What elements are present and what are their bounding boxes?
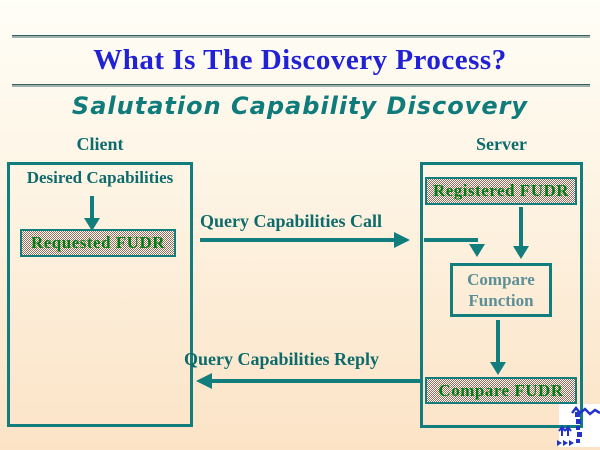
slide-subtitle: Salutation Capability Discovery: [71, 92, 529, 120]
salutation-logo-icon: [557, 405, 600, 446]
server-box: [420, 162, 583, 428]
registered-to-compare-arrow-stem: [519, 207, 523, 246]
client-down-arrow-head: [84, 218, 100, 231]
server-label: Server: [476, 134, 527, 154]
call-arrow-head: [394, 232, 410, 248]
registered-fudr-box: Registered FUDR: [425, 177, 577, 205]
query-capabilities-reply-label: Query Capabilities Reply: [184, 349, 380, 369]
client-box: [7, 162, 193, 427]
title-divider: [12, 84, 590, 87]
client-label: Client: [76, 134, 124, 154]
reply-arrow-head: [196, 373, 212, 389]
elbow-arrow-head: [469, 244, 485, 257]
registered-to-compare-arrow-head: [513, 246, 529, 259]
query-capabilities-call-label: Query Capabilities Call: [200, 211, 383, 231]
elbow-arrow-stem: [424, 238, 478, 242]
compare-to-fudr-arrow-stem: [496, 320, 500, 362]
compare-fudr-box: Compare FUDR: [425, 377, 577, 404]
requested-fudr-box: Requested FUDR: [20, 229, 176, 257]
compare-function-line1: Compare: [467, 270, 535, 289]
compare-function-line2: Function: [468, 291, 534, 310]
call-arrow-stem: [200, 238, 396, 242]
desired-capabilities-label: Desired Capabilities: [26, 168, 174, 187]
client-down-arrow-stem: [90, 196, 94, 220]
compare-to-fudr-arrow-head: [490, 362, 506, 375]
reply-arrow-stem: [212, 379, 420, 383]
top-divider: [12, 35, 590, 38]
compare-function-box: Compare Function: [450, 263, 552, 317]
slide-title: What Is The Discovery Process?: [93, 44, 507, 76]
